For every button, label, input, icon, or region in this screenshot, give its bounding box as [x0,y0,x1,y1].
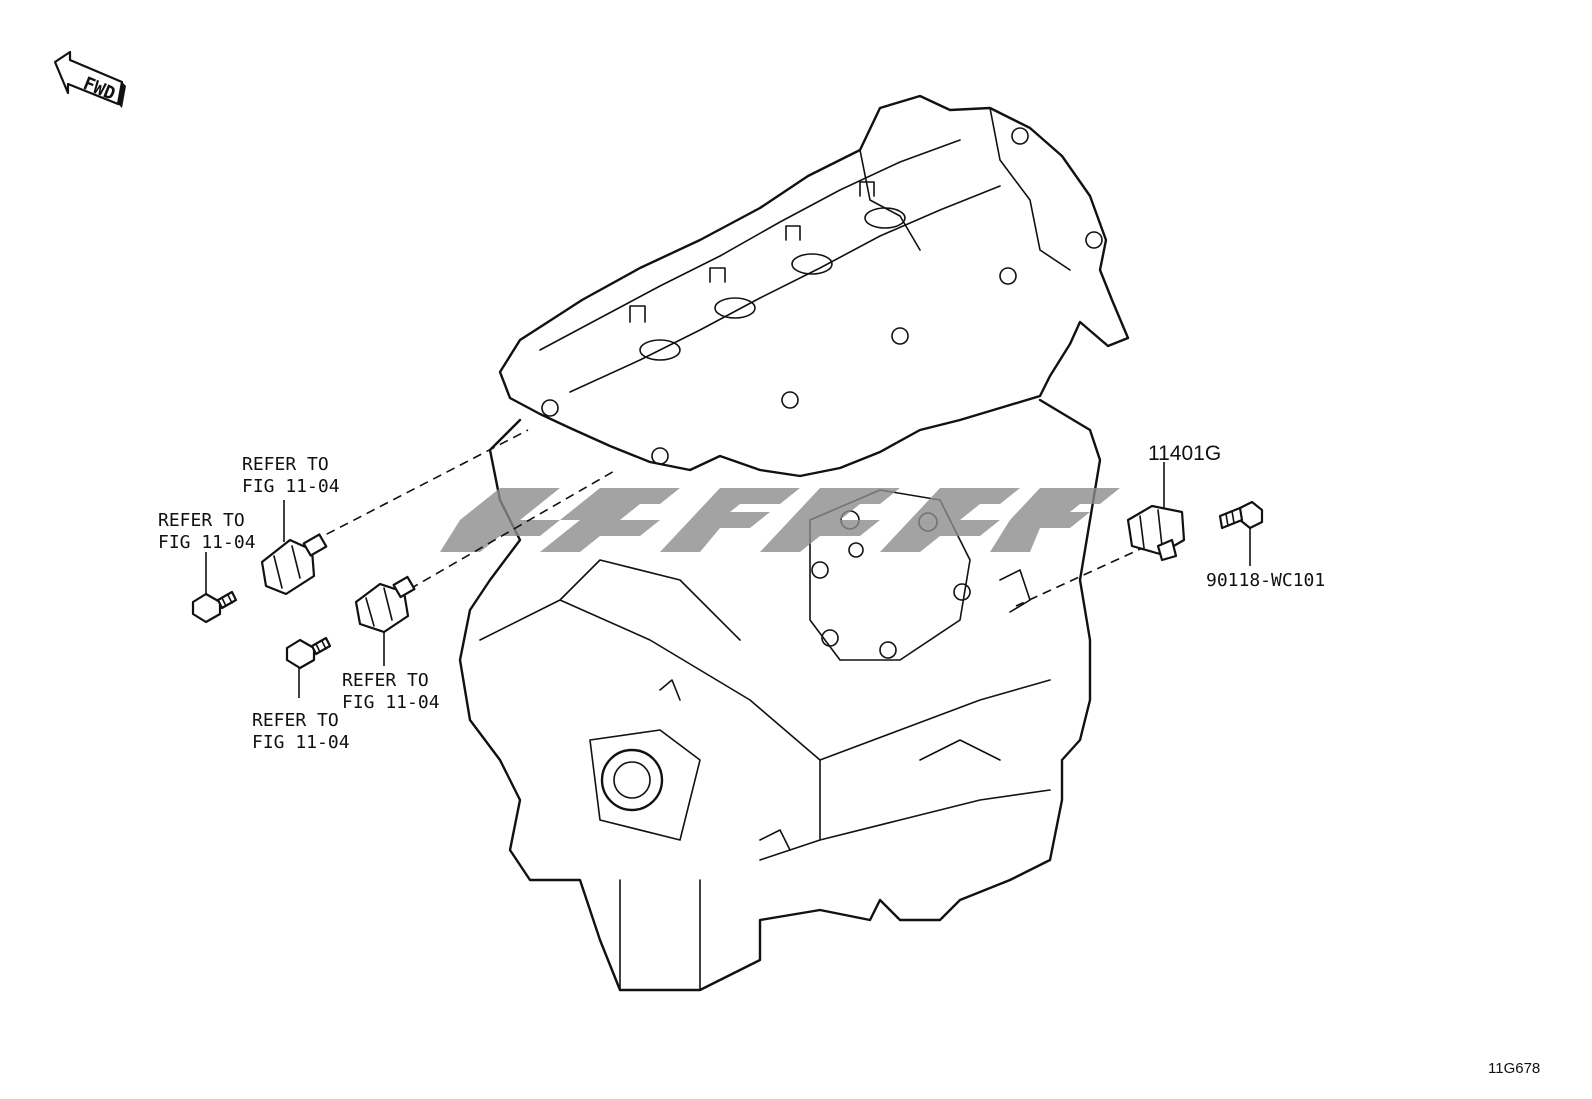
sensor-right-icon[interactable] [1126,504,1186,562]
sensor-upper-icon[interactable] [260,533,328,596]
bolt-lower-icon[interactable] [285,636,332,670]
callout-sensor-upper: REFER TO FIG 11-04 [242,454,340,497]
callout-sensor-lower: REFER TO FIG 11-04 [342,670,440,713]
callout-line1: REFER TO [158,510,245,531]
watermark-logo [440,488,1120,552]
callout-bolt-lower: REFER TO FIG 11-04 [252,710,350,753]
callout-line2: FIG 11-04 [342,692,440,713]
part-number-11401g[interactable]: 11401G [1148,442,1221,465]
bolt-left-icon[interactable] [191,590,238,624]
engine-block [458,94,1130,992]
figure-code: 11G678 [1488,1060,1540,1077]
callout-bolt-left: REFER TO FIG 11-04 [158,510,256,553]
callout-line1: REFER TO [342,670,429,691]
callout-line1: REFER TO [242,454,329,475]
leader-lines [205,462,1251,698]
bolt-right-icon[interactable] [1218,500,1264,530]
callout-line2: FIG 11-04 [252,732,350,753]
callout-line2: FIG 11-04 [158,532,256,553]
sensor-lower-icon[interactable] [354,575,416,634]
fwd-arrow-icon: FWD [53,50,126,108]
callout-line1: REFER TO [252,710,339,731]
callout-line2: FIG 11-04 [242,476,340,497]
part-number-90118-wc101[interactable]: 90118-WC101 [1206,570,1325,591]
installation-lines [299,429,1245,607]
